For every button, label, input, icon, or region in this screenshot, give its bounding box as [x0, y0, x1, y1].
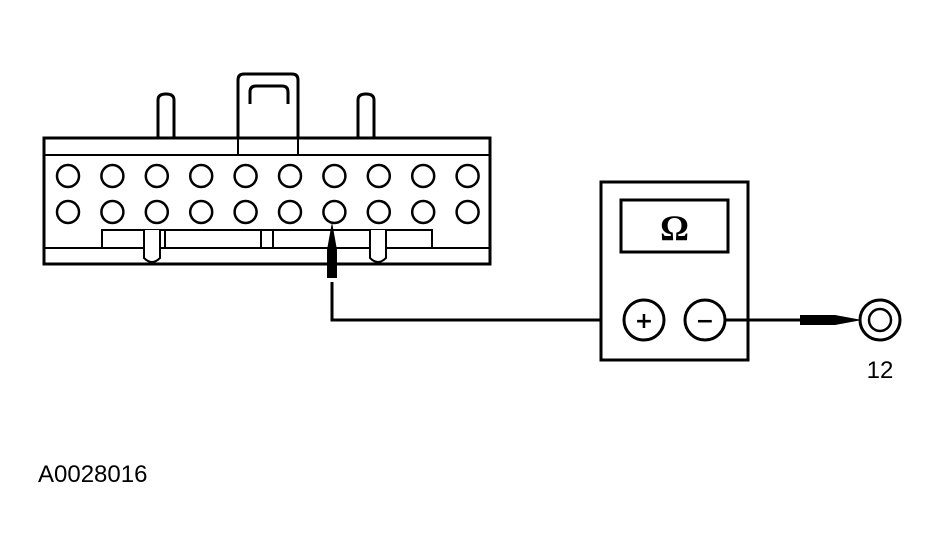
pin-cavity — [55, 163, 81, 189]
positive-jack — [622, 298, 666, 342]
ground-label: 12 — [867, 357, 894, 384]
pin-cavity — [322, 199, 347, 225]
connector-foot-right — [369, 230, 387, 263]
ohm-symbol: Ω — [660, 208, 689, 248]
pin-cavity — [55, 199, 81, 225]
connector-latch-slot — [248, 84, 290, 104]
meter-display — [619, 198, 730, 254]
pin-cavity — [100, 199, 125, 225]
pin-cavity — [366, 199, 392, 225]
connector — [42, 72, 492, 266]
ground-probe — [800, 315, 862, 325]
pin-cavity — [144, 163, 170, 189]
pin-cavity — [410, 163, 436, 189]
ground-point: 12 — [858, 298, 902, 384]
pin-cavity — [410, 199, 436, 225]
pin-cavity — [322, 163, 347, 189]
plus-sign: + — [635, 309, 653, 334]
pin-cavity — [188, 163, 214, 189]
connector-latch — [236, 72, 300, 138]
pin-cavity — [188, 199, 214, 225]
negative-test-lead — [725, 315, 862, 325]
connector-post-left — [156, 92, 176, 138]
ground-ring-inner — [867, 307, 893, 333]
connector-foot-left — [143, 230, 161, 263]
pin-cavity — [455, 199, 480, 225]
pin-cavity — [144, 199, 170, 225]
pin-cavity — [233, 163, 258, 189]
connector-post-right — [356, 92, 376, 138]
pin-cavity — [277, 163, 303, 189]
minus-sign: − — [696, 309, 714, 334]
pin-cavity — [277, 199, 303, 225]
multimeter: Ω + − — [599, 180, 750, 362]
pin-cavity — [233, 199, 258, 225]
positive-test-lead — [327, 222, 626, 322]
pin-cavity — [366, 163, 392, 189]
pin-cavity — [455, 163, 480, 189]
figure-id: A0028016 — [38, 461, 147, 488]
pin-cavity — [100, 163, 125, 189]
probe-tip — [327, 222, 337, 278]
connector-pins — [55, 163, 480, 225]
